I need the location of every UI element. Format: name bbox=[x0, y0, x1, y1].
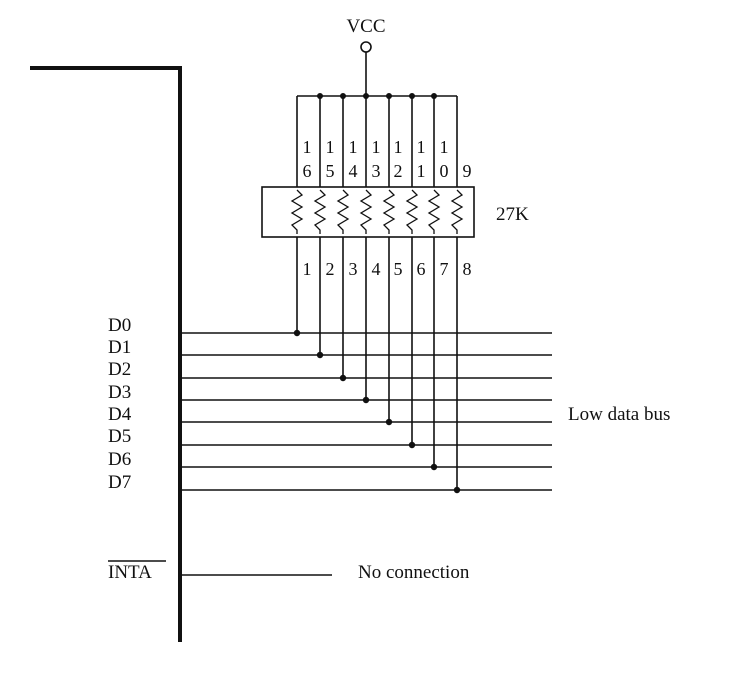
pin-11-digit-2: 1 bbox=[417, 161, 426, 181]
resistor-pack-body bbox=[261, 186, 475, 238]
label-d3: D3 bbox=[108, 382, 131, 403]
label-d6: D6 bbox=[108, 449, 131, 470]
chip-body-outline bbox=[30, 66, 182, 642]
pin-13-digit-1: 1 bbox=[372, 137, 381, 157]
lower-pin-numbers: 1 2 3 4 5 6 7 8 bbox=[303, 259, 472, 279]
resistor-element-2 bbox=[313, 189, 327, 234]
upper-pin-leads bbox=[296, 96, 458, 187]
pin-8-label: 8 bbox=[463, 259, 472, 279]
label-d4: D4 bbox=[108, 404, 132, 425]
label-d5: D5 bbox=[108, 426, 131, 447]
pin-13-digit-2: 3 bbox=[372, 161, 381, 181]
upper-pin-numbers: 1 6 1 5 1 4 1 3 1 2 1 1 1 0 9 bbox=[303, 137, 472, 181]
pin-15-digit-2: 5 bbox=[326, 161, 335, 181]
pin-2-label: 2 bbox=[326, 259, 335, 279]
resistor-element-6 bbox=[405, 189, 419, 234]
pin-1-label: 1 bbox=[303, 259, 312, 279]
pin-4-label: 4 bbox=[372, 259, 381, 279]
pin-12-digit-2: 2 bbox=[394, 161, 403, 181]
pin-3-label: 3 bbox=[349, 259, 358, 279]
vcc-terminal-icon bbox=[360, 41, 372, 53]
bus-line-labels: D0 D1 D2 D3 D4 D5 D6 D7 bbox=[108, 315, 132, 493]
label-d7: D7 bbox=[108, 472, 131, 493]
pin-9-label: 9 bbox=[463, 161, 472, 181]
inta-label: INTA bbox=[108, 562, 152, 583]
resistor-value-label: 27K bbox=[496, 204, 529, 225]
label-d0: D0 bbox=[108, 315, 131, 336]
pin-6-label: 6 bbox=[417, 259, 426, 279]
resistor-element-1 bbox=[290, 189, 304, 234]
vcc-label: VCC bbox=[346, 16, 385, 37]
no-connection-note: No connection bbox=[358, 562, 470, 583]
resistor-element-3 bbox=[336, 189, 350, 234]
pin-14-digit-1: 1 bbox=[349, 137, 358, 157]
resistor-element-5 bbox=[382, 189, 396, 234]
resistor-elements bbox=[290, 189, 464, 234]
pin-14-digit-2: 4 bbox=[349, 161, 358, 181]
resistor-element-7 bbox=[427, 189, 441, 234]
label-d1: D1 bbox=[108, 337, 131, 358]
resistor-element-4 bbox=[359, 189, 373, 234]
label-d2: D2 bbox=[108, 359, 131, 380]
pin-10-digit-1: 1 bbox=[440, 137, 449, 157]
pin-15-digit-1: 1 bbox=[326, 137, 335, 157]
data-bus bbox=[182, 332, 552, 491]
resistor-element-8 bbox=[450, 189, 464, 234]
pin-7-label: 7 bbox=[440, 259, 449, 279]
pin-11-digit-1: 1 bbox=[417, 137, 426, 157]
pin-5-label: 5 bbox=[394, 259, 403, 279]
pin-16-digit-1: 1 bbox=[303, 137, 312, 157]
pin-16-digit-2: 6 bbox=[303, 161, 312, 181]
pin-12-digit-1: 1 bbox=[394, 137, 403, 157]
bus-caption: Low data bus bbox=[568, 404, 670, 425]
pin-10-digit-2: 0 bbox=[440, 161, 449, 181]
